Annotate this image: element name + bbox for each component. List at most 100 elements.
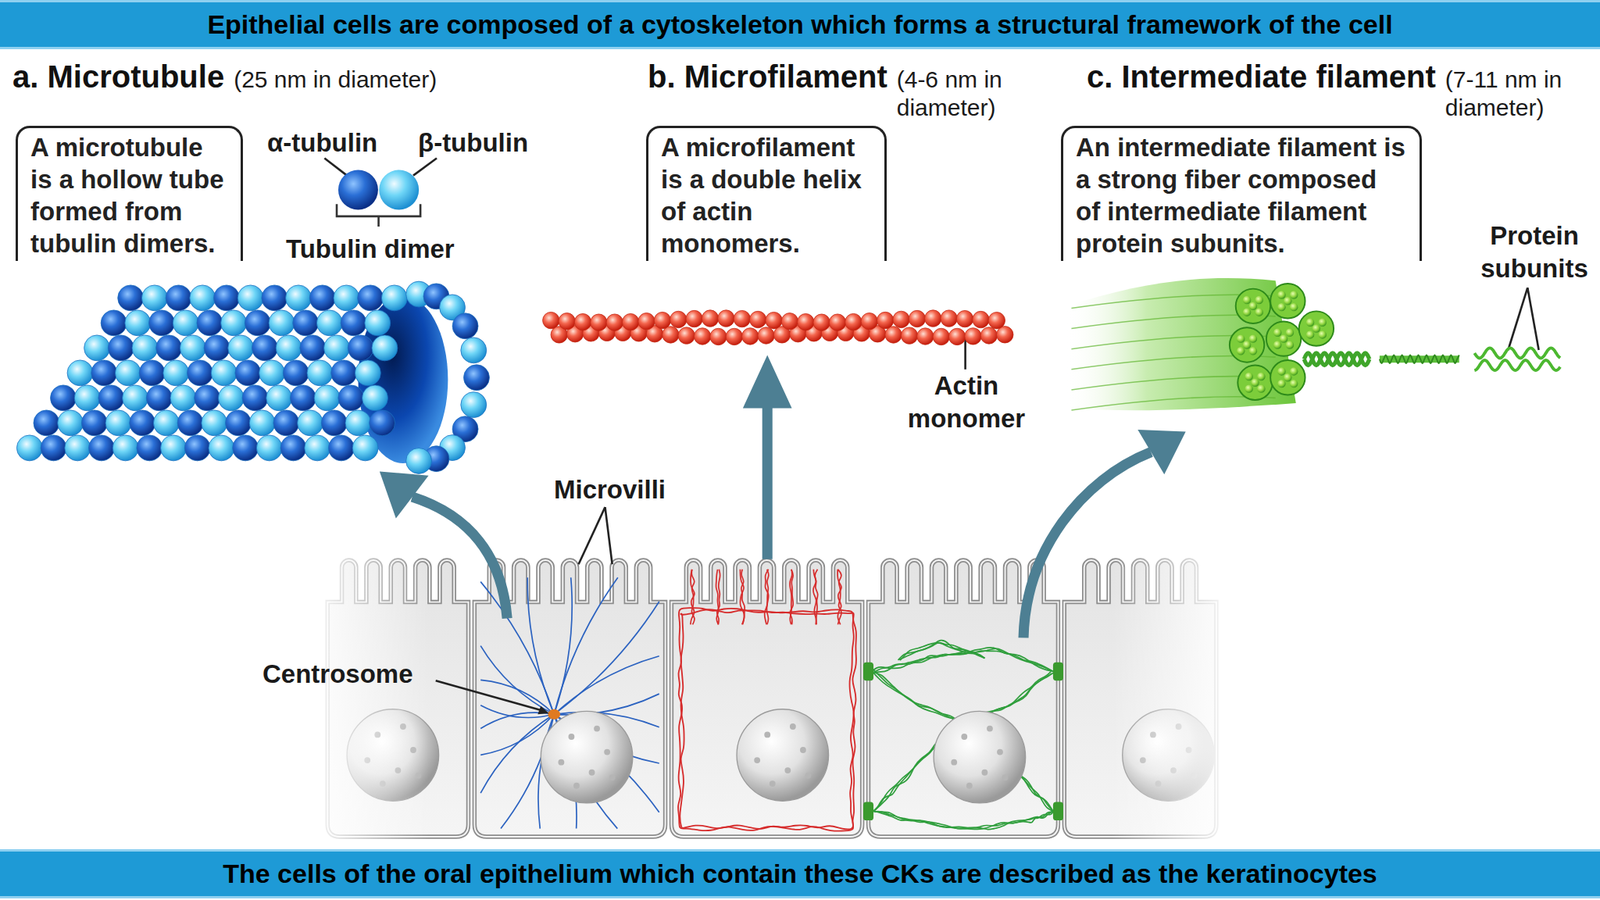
- section-heading: b. Microfilament: [647, 57, 888, 96]
- protofilament: [1236, 346, 1245, 355]
- microtubule-strand: [480, 712, 554, 729]
- tubulin-subunit: [225, 410, 252, 436]
- tubulin-subunit: [354, 360, 381, 386]
- tubulin-subunit: [217, 385, 244, 411]
- protofilament: [1255, 296, 1264, 304]
- protofilament: [1257, 372, 1265, 381]
- tubulin-subunit: [321, 410, 347, 436]
- tubulin-subunit: [129, 410, 156, 436]
- filament-cross-section: [1270, 360, 1305, 395]
- actin-bead: [917, 328, 934, 345]
- protofilament: [1242, 340, 1251, 349]
- protofilament: [1285, 340, 1294, 349]
- actin-bead: [956, 310, 973, 327]
- part-label: β-tubulin: [417, 126, 529, 160]
- tubulin-subunit: [67, 360, 93, 386]
- tubulin-subunit: [170, 385, 197, 411]
- microtubule-strand: [480, 705, 554, 718]
- nucleolus-dot: [966, 782, 973, 790]
- tubulin-subunit: [84, 335, 111, 361]
- tubulin-subunit: [333, 285, 360, 311]
- leader-line: [1507, 287, 1528, 350]
- tubulin-subunit: [357, 285, 384, 311]
- actin-bead: [932, 328, 950, 345]
- tubulin-subunit: [210, 360, 237, 386]
- tubulin-subunit: [292, 310, 319, 336]
- protofilament: [1249, 334, 1258, 343]
- actin-bead: [813, 314, 830, 331]
- zoom-arrowhead: [1137, 429, 1186, 475]
- protofilament: [1249, 302, 1258, 311]
- actin-filament: [837, 569, 842, 625]
- actin-bead: [925, 310, 942, 327]
- actin-bead: [558, 313, 575, 330]
- tubulin-subunit: [122, 385, 149, 411]
- filament-bundle: [1066, 278, 1297, 411]
- nucleolus-dot: [593, 725, 600, 733]
- part-label: α-tubulin: [267, 126, 378, 160]
- nucleolus-dot: [789, 723, 797, 730]
- part-label: Tubulin dimer: [285, 232, 455, 266]
- actin-bead: [701, 310, 718, 327]
- actin-bead: [662, 326, 679, 343]
- protofilament: [1257, 384, 1265, 393]
- actin-bead: [717, 310, 735, 327]
- nucleolus-dot: [950, 759, 958, 766]
- keratin-filament: [873, 671, 1051, 812]
- actin-filament: [679, 609, 854, 829]
- tubulin-subunit: [297, 410, 324, 436]
- keratin-filament: [872, 810, 1054, 829]
- tubulin-subunit: [139, 360, 165, 386]
- actin-bead: [606, 314, 623, 331]
- nucleus: [736, 709, 829, 802]
- keratin-filament: [898, 640, 986, 661]
- actin-bead: [948, 328, 965, 345]
- callout-box: c. Intermediate filament(7-11 nm in diam…: [1060, 125, 1422, 261]
- microtubule-strand: [553, 693, 660, 715]
- tubulin-subunit: [117, 285, 144, 311]
- tubulin-subunit: [125, 310, 151, 336]
- tubulin-subunit: [406, 448, 433, 475]
- nucleolus-dot: [981, 769, 988, 776]
- actin-filament: [764, 569, 768, 625]
- leader-line: [605, 507, 613, 565]
- protofilament: [1277, 303, 1286, 311]
- tubulin-subunit: [244, 310, 271, 336]
- tubulin-subunit: [156, 335, 183, 361]
- actin-bead: [940, 310, 958, 327]
- tubulin-subunit: [235, 360, 261, 386]
- filament-cross-section: [1235, 289, 1271, 324]
- nucleolus-dot: [589, 769, 596, 776]
- actin-bead: [725, 328, 743, 345]
- protofilament: [1285, 328, 1294, 337]
- title-text: Epithelial cells are composed of a cytos…: [207, 9, 1393, 40]
- tubulin-subunit: [146, 385, 172, 411]
- actin-bead: [797, 313, 815, 330]
- caption-band: The cells of the oral epithelium which c…: [0, 849, 1600, 899]
- nucleus: [933, 710, 1026, 804]
- keratin-filament: [873, 673, 1052, 811]
- protofilament: [1289, 290, 1298, 299]
- braided-strand: [1303, 353, 1370, 366]
- keratin-filament: [899, 642, 986, 661]
- protofilament: [1289, 367, 1298, 375]
- actin-bead: [964, 328, 982, 345]
- tubulin-subunit: [304, 435, 331, 461]
- nucleolus-dot: [557, 759, 565, 766]
- protofilament: [1277, 379, 1286, 388]
- actin-bead: [742, 328, 759, 345]
- protofilament: [1244, 384, 1253, 393]
- tubulin-subunit: [328, 435, 354, 461]
- actin-bead: [542, 311, 560, 329]
- tubulin-subunit: [307, 360, 333, 386]
- zoom-arrow: [1023, 452, 1151, 639]
- tubulin-subunit: [364, 310, 391, 336]
- size-note: (7-11 nm in diameter): [1445, 65, 1583, 122]
- microfilament-illustration: [542, 310, 1014, 346]
- tubulin-subunit: [89, 435, 115, 461]
- desmosome-plaque: [863, 662, 874, 682]
- beta-tubulin: [378, 169, 419, 210]
- actin-bead: [685, 310, 703, 327]
- filament-cross-section: [1229, 327, 1265, 362]
